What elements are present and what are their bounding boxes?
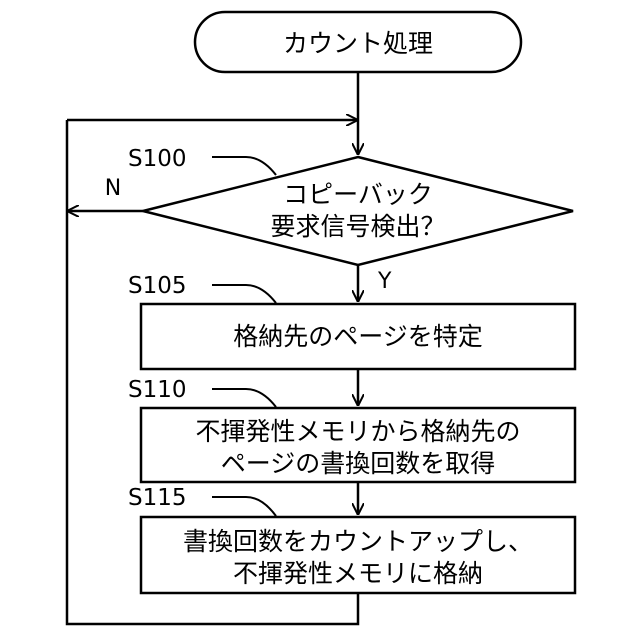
step-label-s115: S115 [128, 485, 187, 511]
process-s105-line1: 格納先のページを特定 [233, 322, 483, 351]
process-s115-line1: 書換回数をカウントアップし、 [183, 527, 533, 556]
leader-s105 [212, 285, 276, 303]
start-label: カウント処理 [283, 29, 433, 58]
leader-s110 [212, 389, 276, 407]
step-label-s105: S105 [128, 273, 187, 299]
step-label-s110: S110 [128, 377, 187, 403]
leader-s115 [212, 497, 276, 516]
leader-s100 [212, 157, 276, 175]
process-s110-line2: ページの書換回数を取得 [221, 449, 496, 478]
no-branch-label: N [105, 176, 121, 201]
decision-s100-line2: 要求信号検出？ [270, 212, 445, 241]
yes-branch-label: Y [377, 269, 392, 294]
decision-s100-line1: コピーバック [283, 180, 433, 209]
decision-s100 [143, 157, 573, 265]
process-s110-line1: 不揮発性メモリから格納先の [195, 417, 520, 446]
process-s115-line2: 不揮発性メモリに格納 [233, 559, 483, 588]
step-label-s100: S100 [128, 146, 187, 172]
